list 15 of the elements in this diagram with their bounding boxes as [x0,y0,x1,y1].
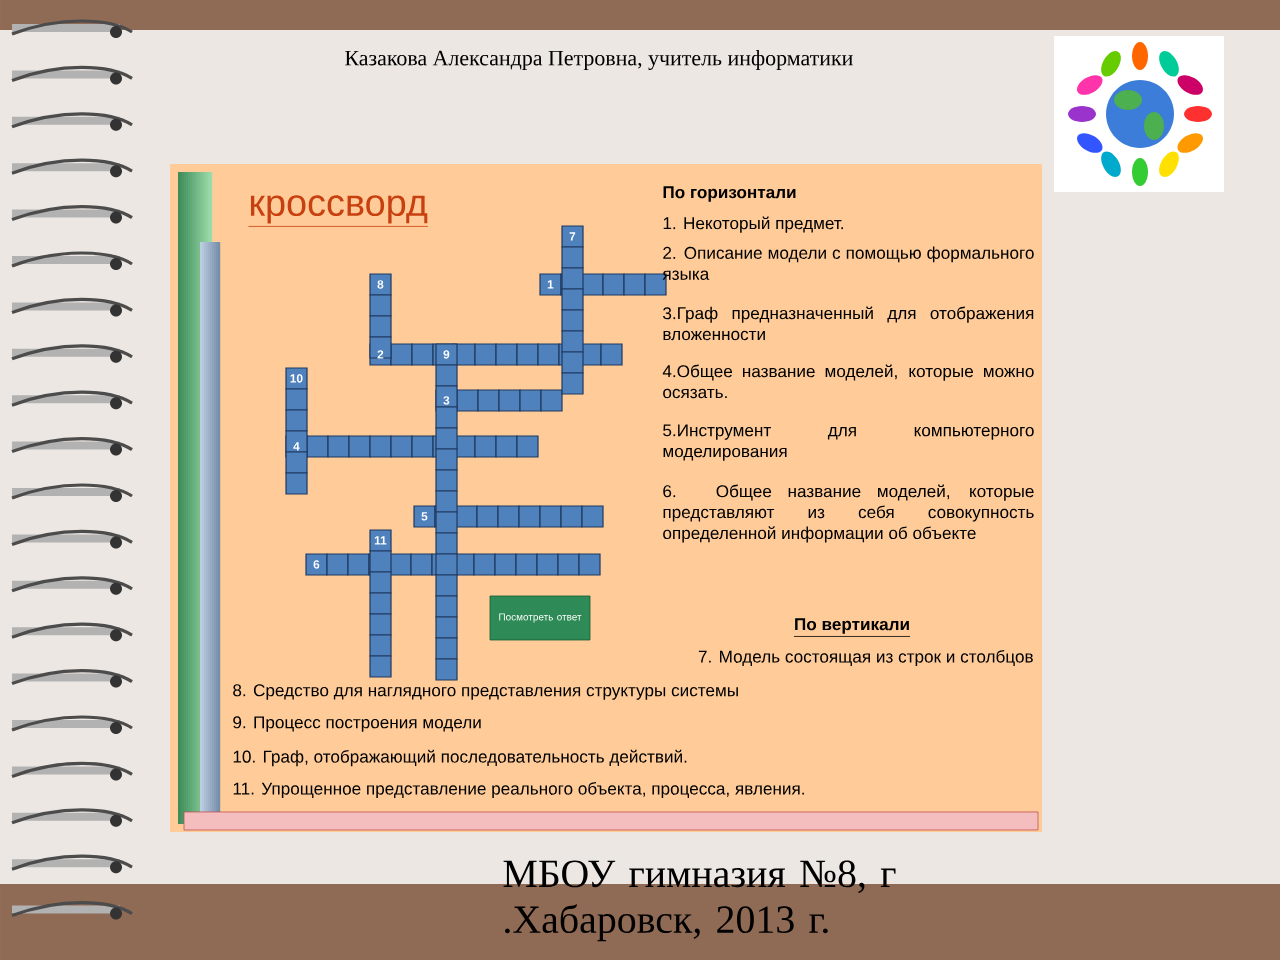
clue-text: 1. Некоторый предмет. [663,216,843,233]
section-heading: По горизонтали [663,186,796,202]
clue-text: 8. Средство для наглядного представления структуры системы [233,684,738,700]
clue-text: 10. Граф, отображающий последовательность действий. [233,749,687,767]
section-heading: По вертикали [793,618,911,637]
clue-text: 2. Описание модели с помощью формального языка [662,246,1034,280]
clue-text: 11. Упрощенное представление реального объекта, процесса, явления. [233,781,804,799]
clue-text: 9. Процесс построения модели [233,716,481,732]
clue-text: 3.Граф предназначенный для отображения вложенности [663,306,1034,341]
clue-text: 5.Инструмент для компьютерного моделирования [663,424,1034,461]
clue-text: 4.Общее название моделей, которые можно осязать. [662,364,1034,399]
clue-text: 7. Модель состоящая из строк и столбцов [698,649,1033,667]
author-line: Казакова Александра Петровна, учитель информатики [345,50,853,70]
crossword-title: кроссворд [248,195,429,227]
clue-text: 6. Общее название моделей, которые представляют из себя совокупность определенной информации об объекте [663,484,1034,543]
